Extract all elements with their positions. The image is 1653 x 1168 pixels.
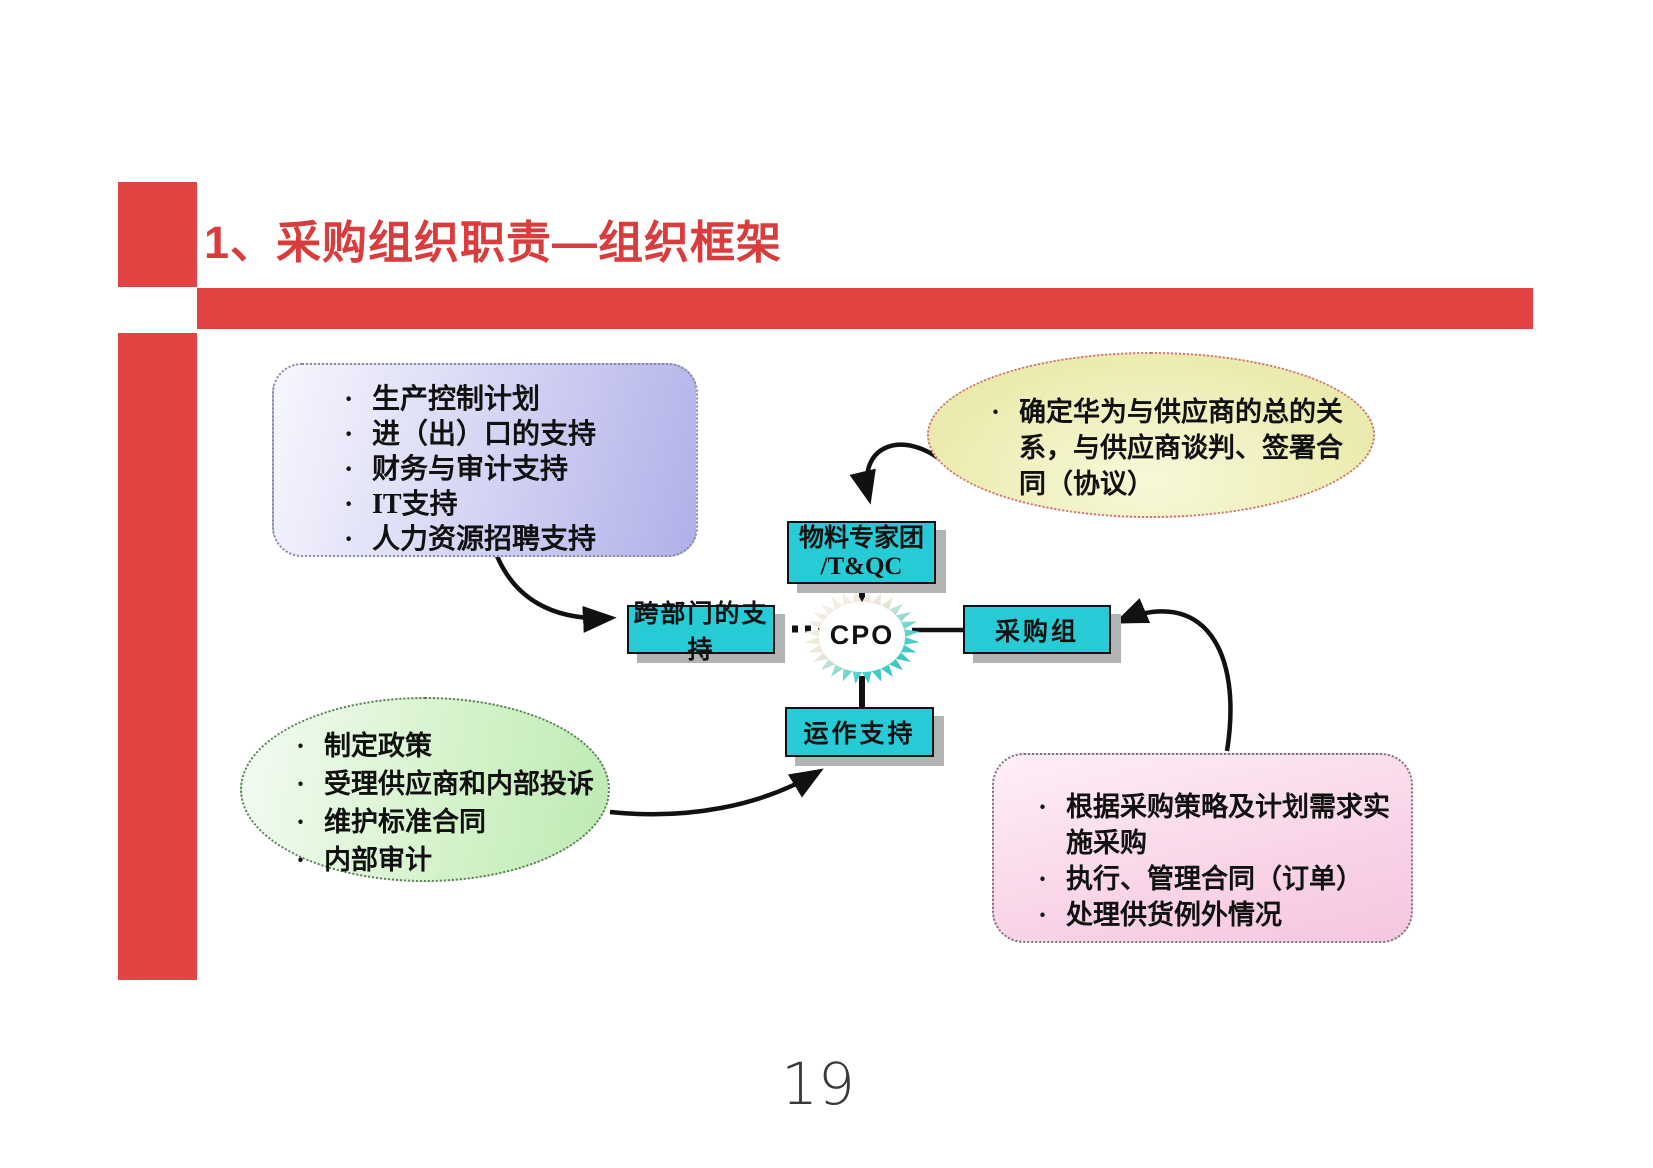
arrow-support-to-cross [494,555,617,633]
list-item: 财务与审计支持 [338,452,686,487]
list-item: 进（出）口的支持 [338,417,686,452]
policy-list: 制定政策 受理供应商和内部投诉 维护标准合同 内部审计 [290,727,608,879]
node-material-expert-line2: /T&QC [820,552,903,580]
list-item: 制定政策 [290,727,608,765]
list-item: 处理供货例外情况 [1032,897,1403,933]
node-cross-department: 跨部门的支持 [627,601,775,664]
page-number: 19 [781,1050,855,1118]
list-item: 维护标准合同 [290,803,608,841]
internal-support-list: 生产控制计划 进（出）口的支持 财务与审计支持 IT支持 人力资源招聘支持 [338,382,686,557]
list-item: 受理供应商和内部投诉 [290,765,608,803]
list-item: 执行、管理合同（订单） [1032,861,1403,897]
title-underline-bar [197,288,1533,329]
list-item: 人力资源招聘支持 [338,522,686,557]
node-operation-support: 运作支持 [785,707,934,757]
title-accent-square [118,182,197,287]
internal-support-panel: 生产控制计划 进（出）口的支持 财务与审计支持 IT支持 人力资源招聘支持 [272,363,698,557]
arrow-execution-to-purchasing [1113,598,1233,752]
node-purchasing-group: 采购组 [963,605,1111,654]
page-title: 1、采购组织职责—组织框架 [204,217,783,268]
cpo-label: CPO [829,620,895,650]
execution-panel: 根据采购策略及计划需求实施采购 执行、管理合同（订单） 处理供货例外情况 [992,753,1413,943]
supplier-relation-list: 确定华为与供应商的总的关系，与供应商谈判、签署合同（协议） [985,394,1359,502]
policy-ellipse: 制定政策 受理供应商和内部投诉 维护标准合同 内部审计 [240,697,610,882]
supplier-relation-ellipse: 确定华为与供应商的总的关系，与供应商谈判、签署合同（协议） [927,352,1375,518]
left-accent-bar [118,333,197,980]
list-item: 确定华为与供应商的总的关系，与供应商谈判、签署合同（协议） [985,394,1359,502]
node-material-expert-line1: 物料专家团 [798,524,924,552]
list-item: IT支持 [338,487,686,522]
node-material-expert: 物料专家团 /T&QC [787,521,936,584]
arrow-policy-to-operation [609,768,824,817]
execution-list: 根据采购策略及计划需求实施采购 执行、管理合同（订单） 处理供货例外情况 [1032,789,1403,933]
list-item: 生产控制计划 [338,382,686,417]
list-item: 根据采购策略及计划需求实施采购 [1032,789,1403,861]
list-item: 内部审计 [290,841,608,879]
